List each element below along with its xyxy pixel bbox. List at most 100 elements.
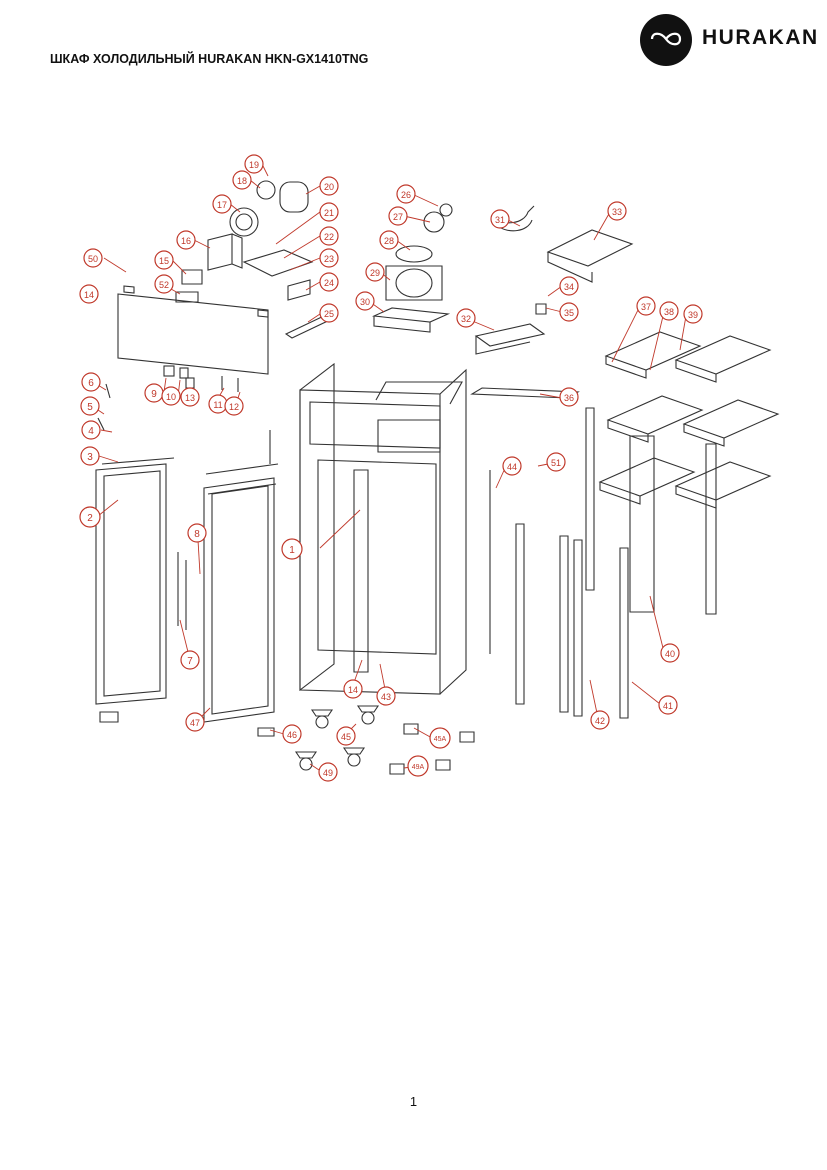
callout-40: 40 (660, 643, 680, 663)
page-title: ШКАФ ХОЛОДИЛЬНЫЙ HURAKAN HKN-GX1410TNG (50, 52, 369, 66)
callout-49a: 49A (407, 755, 429, 777)
svg-text:15: 15 (159, 256, 169, 266)
callout-45a: 45A (429, 727, 451, 749)
svg-text:4: 4 (88, 426, 94, 437)
svg-text:27: 27 (393, 212, 403, 222)
svg-text:36: 36 (564, 393, 574, 403)
callout-30: 30 (355, 291, 375, 311)
svg-text:37: 37 (641, 302, 651, 312)
svg-text:13: 13 (185, 393, 195, 403)
svg-text:22: 22 (324, 232, 334, 242)
callout-47: 47 (185, 712, 205, 732)
svg-text:25: 25 (324, 309, 334, 319)
callout-1: 1 (281, 538, 303, 560)
svg-text:40: 40 (665, 649, 675, 659)
svg-text:19: 19 (249, 160, 259, 170)
svg-text:51: 51 (551, 458, 561, 468)
svg-text:10: 10 (166, 392, 176, 402)
svg-text:5: 5 (87, 402, 93, 413)
svg-text:20: 20 (324, 182, 334, 192)
callout-11: 11 (208, 394, 228, 414)
callouts: 1 2 3 4 5 6 7 8 9 10 11 12 13 14 15 16 1… (79, 154, 703, 782)
svg-text:16: 16 (181, 236, 191, 246)
callout-16: 16 (176, 230, 196, 250)
callout-26: 26 (396, 184, 416, 204)
svg-text:3: 3 (87, 452, 93, 463)
svg-text:14: 14 (348, 685, 358, 695)
svg-text:34: 34 (564, 282, 574, 292)
callout-7: 7 (180, 650, 200, 670)
evaporator-drawing (371, 203, 634, 399)
callout-42: 42 (590, 710, 610, 730)
svg-text:21: 21 (324, 208, 334, 218)
svg-text:18: 18 (237, 176, 247, 186)
callout-3: 3 (80, 446, 100, 466)
callout-37: 37 (636, 296, 656, 316)
svg-text:24: 24 (324, 278, 334, 288)
control-panel-drawing (117, 285, 269, 392)
svg-text:12: 12 (229, 402, 239, 412)
svg-text:11: 11 (213, 400, 222, 410)
svg-text:14: 14 (84, 290, 94, 300)
logo-icon (640, 14, 692, 66)
callout-20: 20 (319, 176, 339, 196)
svg-text:31: 31 (495, 215, 505, 225)
svg-text:46: 46 (287, 730, 297, 740)
condenser-unit-drawing (175, 180, 336, 339)
callout-22: 22 (319, 226, 339, 246)
callout-18: 18 (232, 170, 252, 190)
callout-12: 12 (224, 396, 244, 416)
svg-text:50: 50 (88, 254, 98, 264)
svg-text:23: 23 (324, 254, 334, 264)
svg-text:47: 47 (190, 718, 200, 728)
doors-drawing (95, 383, 279, 737)
callout-43: 43 (376, 686, 396, 706)
svg-text:32: 32 (461, 314, 471, 324)
brand-logo: HURAKAN (640, 14, 820, 66)
svg-text:6: 6 (88, 378, 94, 389)
page-number: 1 (409, 1094, 418, 1109)
svg-text:26: 26 (401, 190, 411, 200)
callout-2: 2 (79, 506, 101, 528)
svg-text:45A: 45A (434, 736, 447, 743)
callout-9: 9 (144, 383, 164, 403)
callout-27: 27 (388, 206, 408, 226)
callout-49: 49 (318, 762, 338, 782)
callout-38: 38 (659, 301, 679, 321)
callout-35: 35 (559, 302, 579, 322)
svg-text:39: 39 (688, 310, 698, 320)
svg-text:52: 52 (159, 280, 169, 290)
svg-text:29: 29 (370, 268, 380, 278)
callout-14-panel: 14 (79, 284, 99, 304)
callout-36: 36 (559, 387, 579, 407)
callout-28: 28 (379, 230, 399, 250)
svg-text:33: 33 (612, 207, 622, 217)
callout-50: 50 (83, 248, 103, 268)
callout-25: 25 (319, 303, 339, 323)
callout-39: 39 (683, 304, 703, 324)
callout-6: 6 (81, 372, 101, 392)
callout-31: 31 (490, 209, 510, 229)
callout-15: 15 (154, 250, 174, 270)
svg-text:35: 35 (564, 308, 574, 318)
svg-text:49: 49 (323, 768, 333, 778)
svg-text:49A: 49A (412, 764, 425, 771)
casters-drawing (294, 705, 475, 775)
callout-19: 19 (244, 154, 264, 174)
brand-name: HURAKAN (702, 26, 819, 49)
svg-text:44: 44 (507, 462, 517, 472)
callout-34: 34 (559, 276, 579, 296)
callout-29: 29 (365, 262, 385, 282)
leader-lines (91, 163, 687, 773)
callout-32: 32 (456, 308, 476, 328)
svg-text:7: 7 (187, 656, 193, 667)
callout-45: 45 (336, 726, 356, 746)
svg-text:28: 28 (384, 236, 394, 246)
callout-13: 13 (180, 387, 200, 407)
callout-17: 17 (212, 194, 232, 214)
callout-5: 5 (80, 396, 100, 416)
callout-46: 46 (282, 724, 302, 744)
callout-52: 52 (154, 274, 174, 294)
callout-10: 10 (161, 386, 181, 406)
svg-text:43: 43 (381, 692, 391, 702)
